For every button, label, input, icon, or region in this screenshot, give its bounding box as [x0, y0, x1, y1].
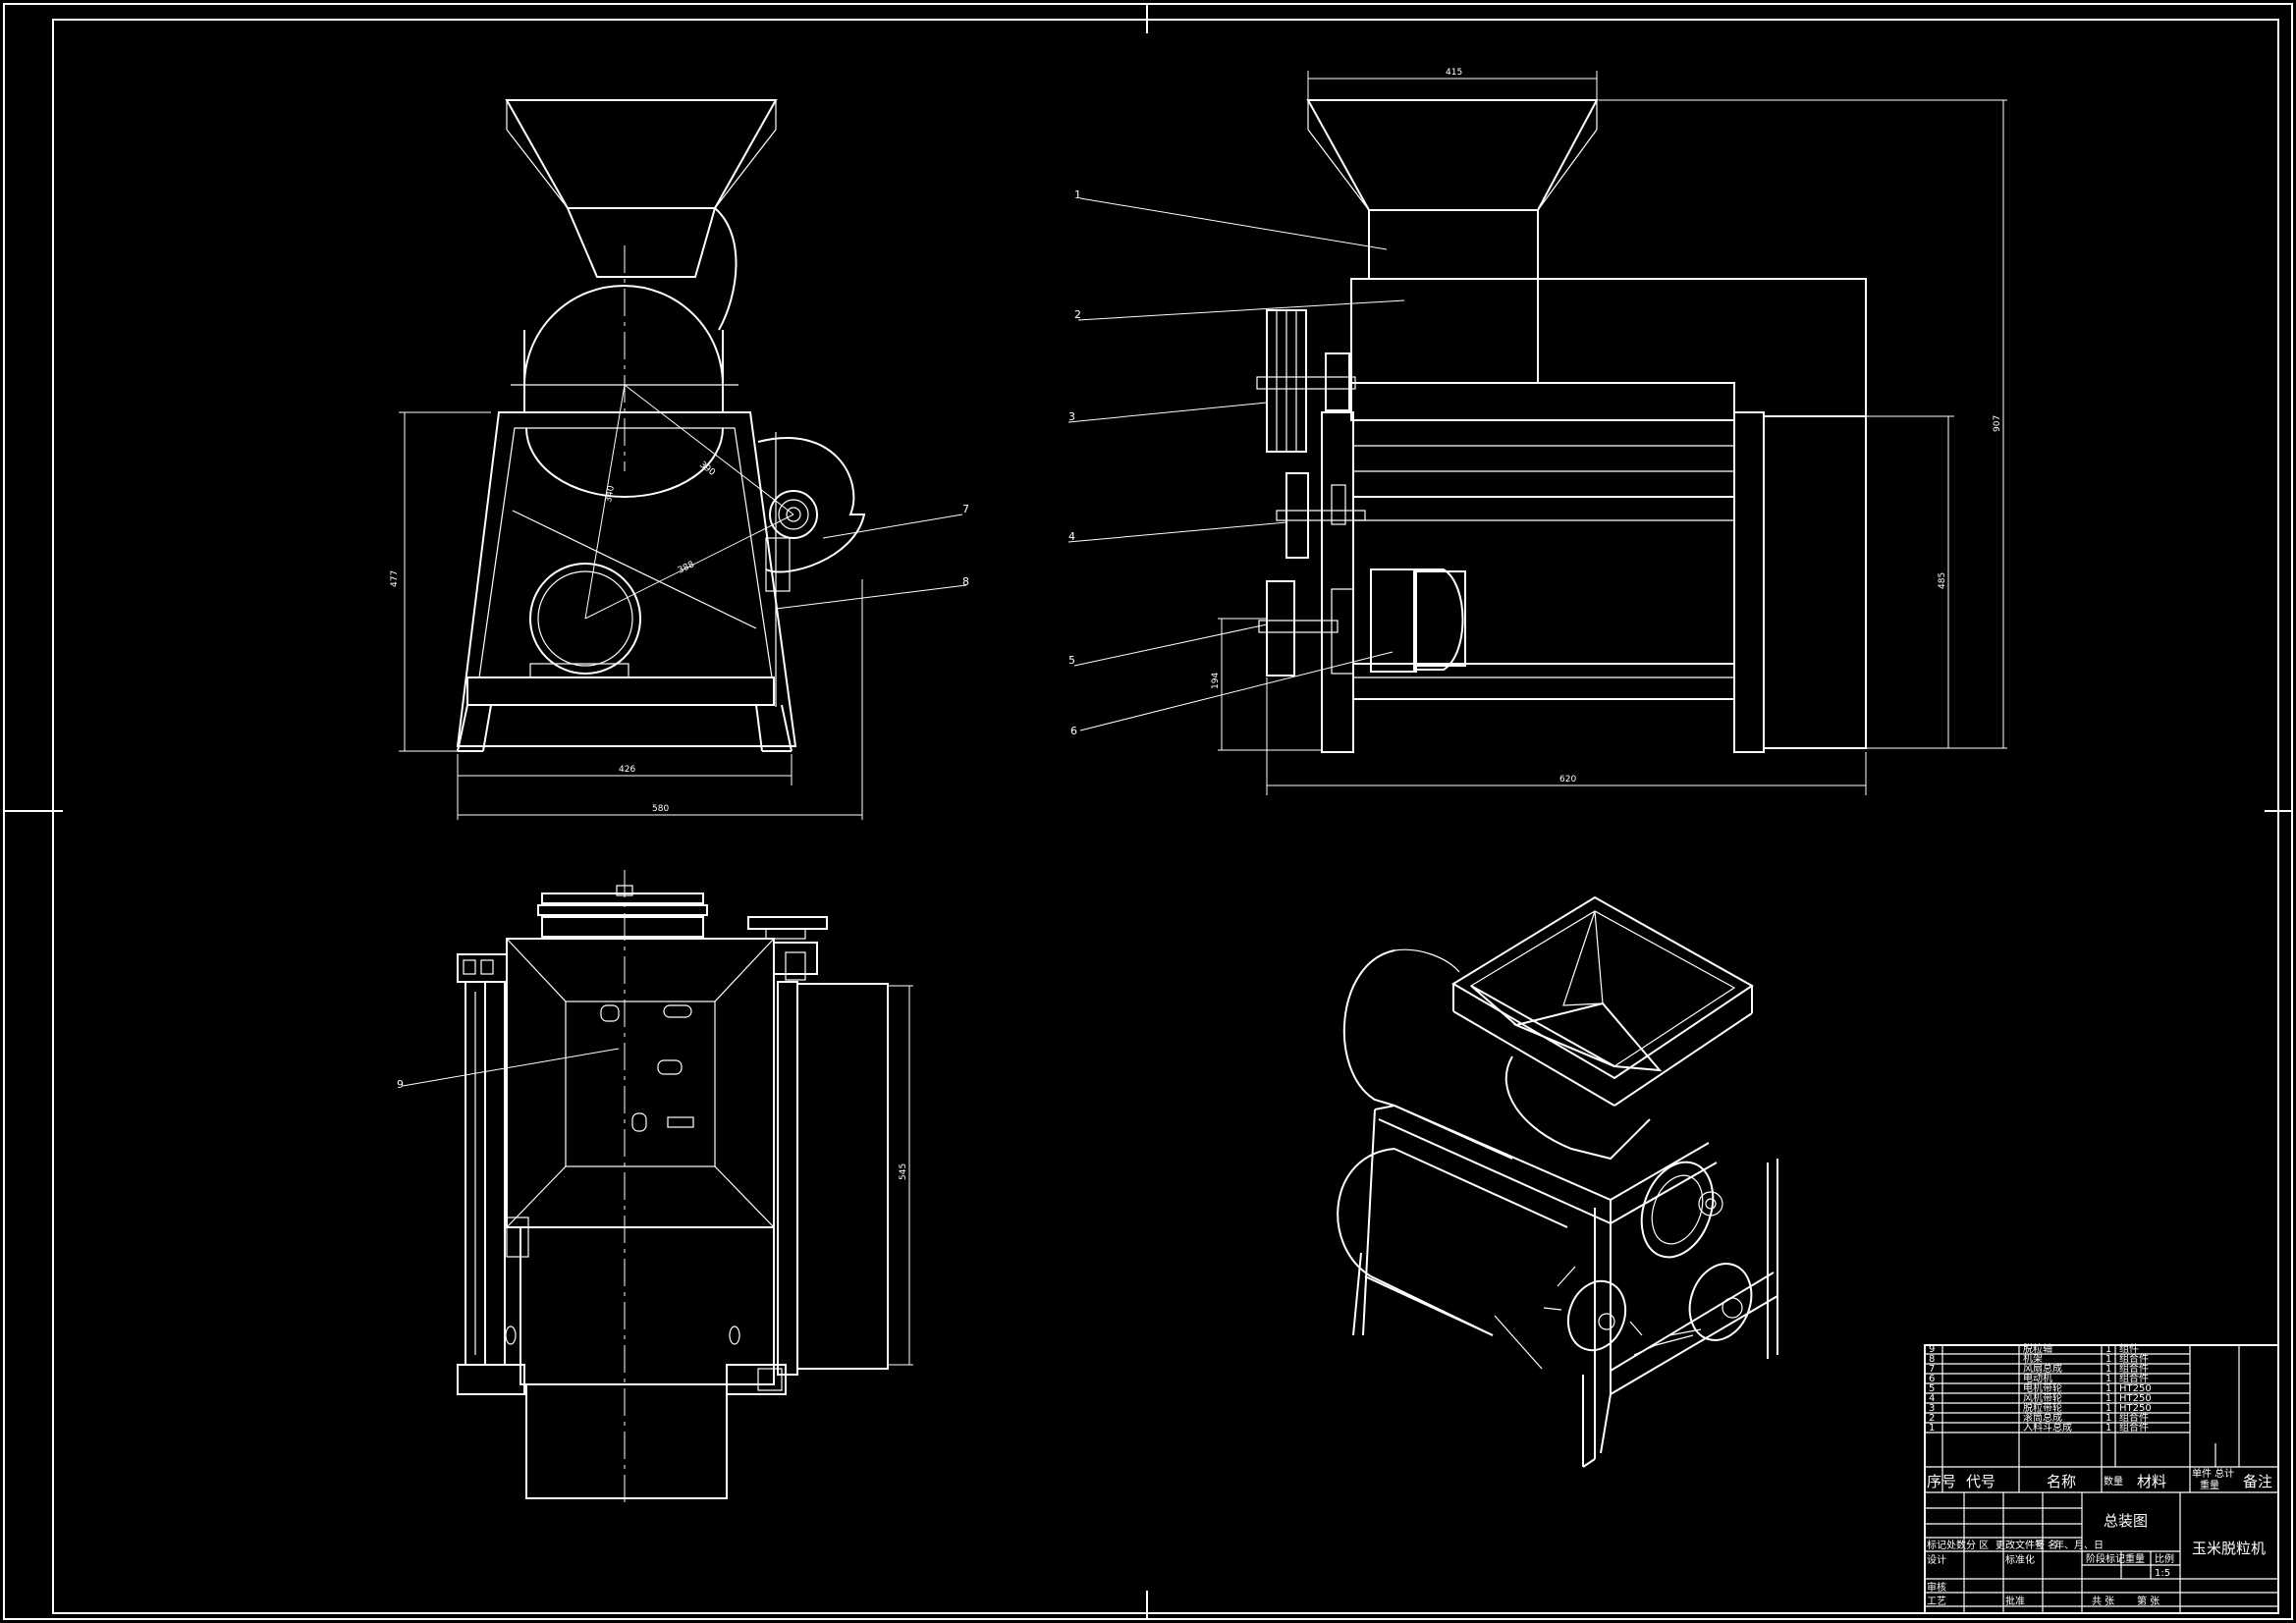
part-qty: 1 [2105, 1374, 2111, 1384]
part-no: 9 [1929, 1344, 1935, 1355]
part-material: 组合件 [2119, 1352, 2149, 1365]
side-view [1218, 71, 2007, 795]
label-design: 设计 [1927, 1553, 1946, 1566]
drawing-name: 总装图 [2104, 1512, 2148, 1530]
part-material: HT250 [2119, 1393, 2152, 1404]
isometric-view [1337, 895, 1778, 1468]
dim-front-diag-2: 388 [677, 560, 696, 576]
title-block: 总装图 玉米脱粒机 标记 处数 分 区 更改文件号 签 名 年、月、日 设计 标… [1927, 1512, 2266, 1607]
dim-front-height: 477 [390, 570, 400, 587]
revision-sign: 签 名 [2035, 1539, 2057, 1551]
revision-zone: 分 区 [1966, 1540, 1989, 1551]
part-name: 电机带轮 [2023, 1381, 2062, 1394]
dim-side-top-width: 415 [1446, 68, 1462, 78]
dim-side-body-height: 485 [1938, 572, 1947, 589]
part-name: 脱粒带轮 [2023, 1401, 2062, 1414]
part-material: 组合件 [2119, 1362, 2149, 1375]
drawing-frame [3, 3, 2293, 1620]
parts-list: 9 脱粒轴 1 组件 8 机架 1 组合件 7 风扇总成 1 组合件 6 电动机… [1927, 1342, 2272, 1491]
part-qty: 1 [2105, 1423, 2111, 1434]
balloon-5: 5 [1068, 654, 1075, 667]
header-material: 材料 [2137, 1473, 2166, 1490]
label-standardization: 标准化 [2005, 1553, 2035, 1566]
title-block-lines [1924, 1344, 2279, 1614]
part-qty: 1 [2105, 1413, 2111, 1424]
header-name: 名称 [2047, 1473, 2076, 1490]
part-name: 风机带轮 [2023, 1391, 2062, 1404]
dim-side-low-height: 194 [1211, 673, 1221, 689]
label-review: 审核 [1927, 1581, 1946, 1594]
part-qty: 1 [2105, 1393, 2111, 1404]
balloon-3: 3 [1068, 410, 1075, 423]
balloon-9: 9 [397, 1078, 404, 1091]
label-approve: 批准 [2005, 1595, 2025, 1607]
balloon-7: 7 [962, 503, 969, 515]
revision-mark: 标记 [1927, 1540, 1946, 1551]
part-name: 入料斗总成 [2023, 1421, 2072, 1434]
label-weight: 重量 [2125, 1552, 2145, 1565]
header-remark: 备注 [2243, 1473, 2272, 1490]
part-material: HT250 [2119, 1383, 2152, 1394]
dim-front-base-total: 580 [652, 804, 669, 814]
part-qty: 1 [2105, 1364, 2111, 1375]
dim-side-total-width: 620 [1559, 775, 1576, 784]
header-single-total: 单件 总计 [2192, 1467, 2234, 1480]
balloon-6: 6 [1070, 725, 1077, 737]
header-code: 代号 [1966, 1473, 1995, 1490]
dim-front-base-inner: 426 [619, 765, 635, 775]
part-name: 脱粒轴 [2023, 1342, 2052, 1355]
part-qty: 1 [2105, 1383, 2111, 1394]
leader-lines [402, 197, 1405, 1087]
revision-file: 更改文件号 [1995, 1539, 2045, 1551]
dim-front-diag-3: 340 [604, 485, 617, 504]
part-no: 6 [1929, 1374, 1935, 1384]
revision-count: 处数 [1946, 1539, 1966, 1551]
dim-side-total-height: 907 [1993, 415, 2002, 432]
label-process: 工艺 [1927, 1596, 1946, 1607]
dim-front-diag-1: 390 [697, 460, 717, 478]
part-no: 7 [1929, 1364, 1935, 1375]
label-sheet-no: 第 张 [2137, 1595, 2159, 1607]
balloon-4: 4 [1068, 530, 1075, 543]
part-no: 1 [1929, 1423, 1935, 1434]
part-no: 4 [1929, 1393, 1935, 1404]
part-name: 机架 [2023, 1352, 2043, 1365]
part-material: 组合件 [2119, 1411, 2149, 1424]
label-scale: 比例 [2155, 1552, 2174, 1565]
part-name: 电动机 [2023, 1372, 2052, 1384]
part-material: HT250 [2119, 1403, 2152, 1414]
balloon-8: 8 [962, 575, 969, 588]
balloon-1: 1 [1074, 189, 1081, 201]
label-stage-mark: 阶段标记 [2086, 1552, 2125, 1565]
part-material: 组合件 [2119, 1372, 2149, 1384]
balloon-2: 2 [1074, 308, 1081, 321]
top-view [457, 870, 913, 1502]
part-qty: 1 [2105, 1344, 2111, 1355]
machine-name: 玉米脱粒机 [2192, 1540, 2266, 1557]
part-qty: 1 [2105, 1354, 2111, 1365]
header-qty: 数量 [2104, 1475, 2123, 1488]
part-name: 滚筒总成 [2023, 1411, 2062, 1424]
part-no: 2 [1929, 1413, 1935, 1424]
revision-date: 年、月、日 [2054, 1539, 2104, 1551]
part-no: 3 [1929, 1403, 1935, 1414]
part-no: 5 [1929, 1383, 1935, 1394]
part-material: 组合件 [2119, 1421, 2149, 1434]
header-weight: 重量 [2200, 1479, 2219, 1491]
header-no: 序号 [1927, 1473, 1956, 1490]
part-no: 8 [1929, 1354, 1935, 1365]
front-view [399, 99, 866, 820]
label-sheets-total: 共 张 [2092, 1596, 2114, 1607]
scale-value: 1:5 [2155, 1568, 2170, 1579]
part-name: 风扇总成 [2023, 1362, 2062, 1375]
part-qty: 1 [2105, 1403, 2111, 1414]
part-material: 组件 [2119, 1342, 2139, 1355]
dim-top-depth: 545 [899, 1163, 908, 1180]
